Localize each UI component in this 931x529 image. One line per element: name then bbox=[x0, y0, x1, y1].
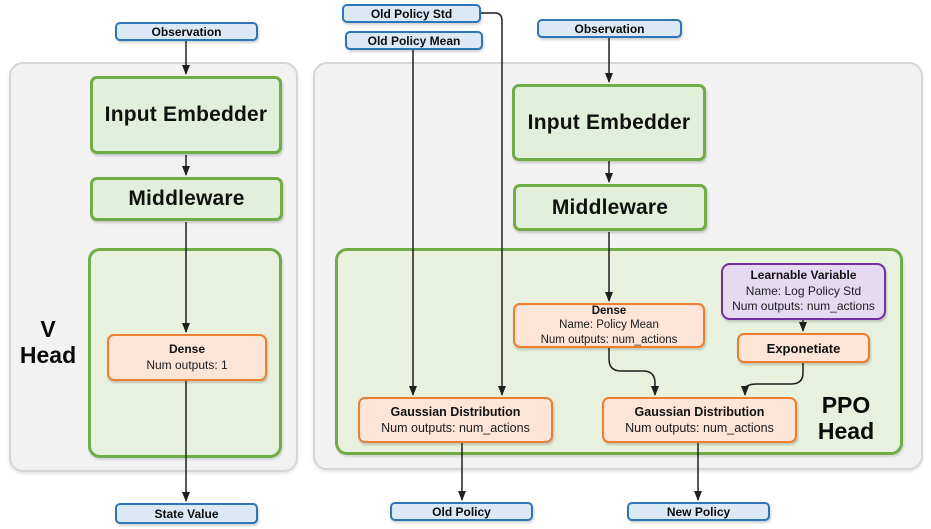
dense-v-outputs: Num outputs: 1 bbox=[146, 357, 228, 372]
learnable-variable-title: Learnable Variable bbox=[750, 268, 857, 283]
ppo-head-title: PPO Head bbox=[800, 389, 892, 447]
old-policy-std-input: Old Policy Std bbox=[342, 4, 481, 23]
v-head-title: V Head bbox=[10, 313, 86, 371]
gaussian-distribution-new: Gaussian Distribution Num outputs: num_a… bbox=[602, 397, 797, 443]
dense-policy-mean-outputs: Num outputs: num_actions bbox=[540, 333, 678, 346]
v-head-title-line1: V bbox=[40, 315, 56, 342]
learnable-variable-name: Name: Log Policy Std bbox=[745, 283, 862, 298]
gaussian-distribution-old-title: Gaussian Distribution bbox=[390, 404, 521, 419]
dense-policy-mean: Dense Name: Policy Mean Num outputs: num… bbox=[513, 303, 705, 348]
observation-input-v-label: Observation bbox=[151, 24, 222, 39]
gaussian-distribution-new-outputs: Num outputs: num_actions bbox=[625, 421, 774, 435]
dense-v: Dense Num outputs: 1 bbox=[107, 334, 267, 381]
state-value-output: State Value bbox=[115, 503, 258, 524]
state-value-output-label: State Value bbox=[154, 506, 219, 521]
old-policy-output: Old Policy bbox=[390, 502, 533, 521]
gaussian-distribution-new-title: Gaussian Distribution bbox=[634, 404, 765, 419]
ppo-head-title-line2: Head bbox=[817, 418, 875, 444]
input-embedder-v: Input Embedder bbox=[90, 76, 282, 154]
learnable-variable-outputs: Num outputs: num_actions bbox=[732, 299, 875, 314]
observation-input-ppo: Observation bbox=[537, 19, 682, 38]
observation-input-v: Observation bbox=[115, 22, 258, 41]
old-policy-std-input-label: Old Policy Std bbox=[370, 6, 453, 21]
middleware-v-label: Middleware bbox=[128, 187, 245, 210]
old-policy-mean-input-label: Old Policy Mean bbox=[367, 33, 461, 48]
input-embedder-ppo: Input Embedder bbox=[512, 84, 706, 161]
dense-policy-mean-title: Dense bbox=[591, 304, 627, 317]
middleware-ppo: Middleware bbox=[513, 184, 707, 231]
ppo-head-title-line1: PPO bbox=[821, 391, 871, 418]
middleware-ppo-label: Middleware bbox=[551, 195, 669, 219]
learnable-variable: Learnable Variable Name: Log Policy Std … bbox=[721, 263, 886, 320]
new-policy-output-label: New Policy bbox=[666, 504, 731, 519]
old-policy-mean-input: Old Policy Mean bbox=[345, 31, 483, 50]
gaussian-distribution-old: Gaussian Distribution Num outputs: num_a… bbox=[358, 397, 553, 443]
old-policy-output-label: Old Policy bbox=[432, 504, 491, 519]
middleware-v: Middleware bbox=[90, 177, 283, 221]
dense-policy-mean-name: Name: Policy Mean bbox=[559, 319, 659, 332]
exponetiate-node-label: Exponetiate bbox=[766, 340, 841, 356]
input-embedder-v-label: Input Embedder bbox=[104, 103, 268, 126]
gaussian-distribution-old-outputs: Num outputs: num_actions bbox=[381, 421, 530, 435]
exponetiate-node: Exponetiate bbox=[737, 333, 870, 363]
dense-v-title: Dense bbox=[168, 341, 206, 356]
v-head-title-line2: Head bbox=[19, 342, 77, 368]
observation-input-ppo-label: Observation bbox=[574, 21, 645, 36]
input-embedder-ppo-label: Input Embedder bbox=[527, 110, 691, 134]
new-policy-output: New Policy bbox=[627, 502, 770, 521]
